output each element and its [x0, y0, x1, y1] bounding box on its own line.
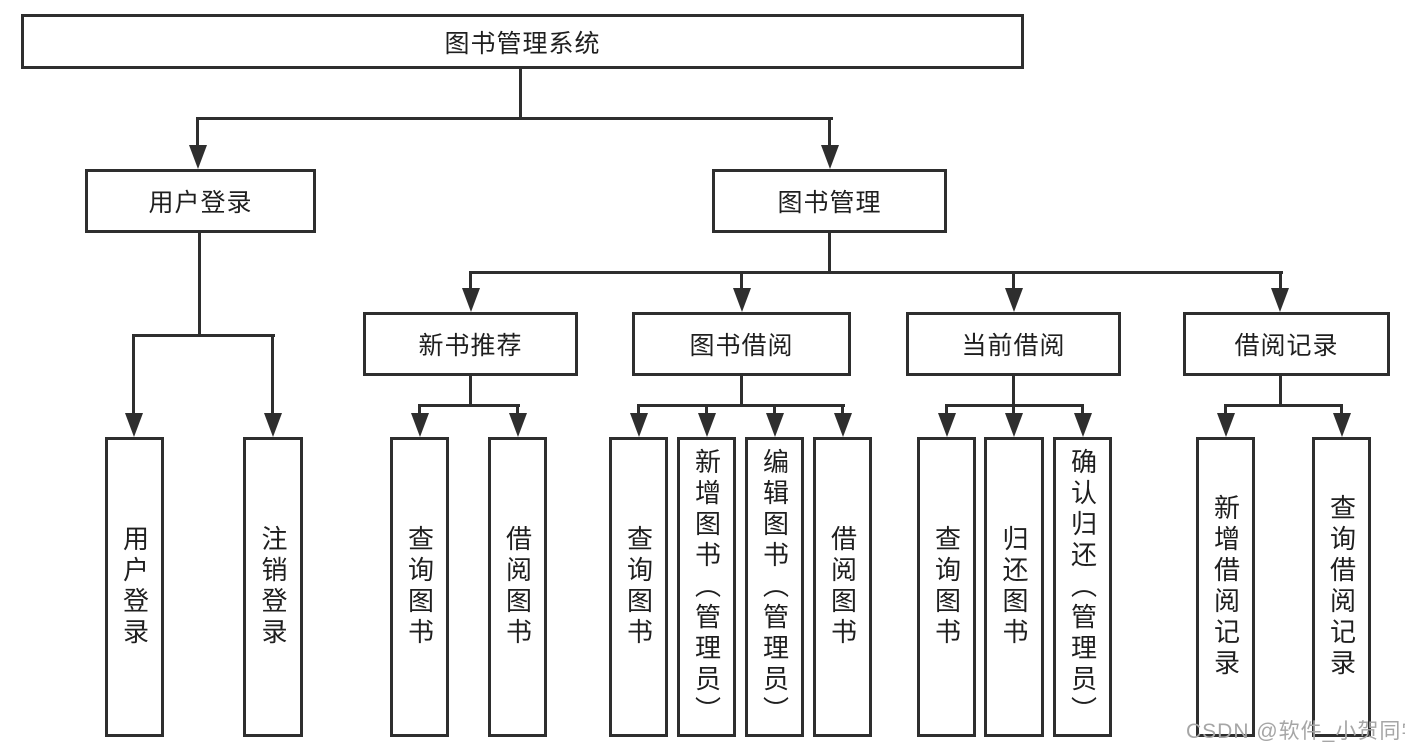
csdn-watermark: CSDN @软件_小贺同学 [1186, 720, 1405, 743]
node-label: 新增图书（管理员） [691, 447, 722, 727]
connector-vline [132, 334, 135, 415]
connector-hline [469, 271, 1283, 274]
leaf-cb-query-books: 查询图书 [917, 437, 976, 737]
node-current-borrowing: 当前借阅 [906, 312, 1121, 376]
leaf-nbr-borrow-books: 借阅图书 [488, 437, 547, 737]
arrowhead-down-icon [938, 413, 956, 437]
leaf-user-login: 用户登录 [105, 437, 164, 737]
connector-vline [516, 404, 519, 417]
connector-vline [1340, 404, 1343, 417]
connector-vline [418, 404, 421, 417]
connector-vline [828, 117, 831, 148]
leaf-cb-return-books: 归还图书 [984, 437, 1044, 737]
connector-vline [841, 404, 844, 417]
connector-vline [828, 230, 831, 274]
node-label: 新书推荐 [418, 332, 523, 360]
connector-vline [1012, 271, 1015, 290]
node-label: 查询图书 [623, 525, 654, 649]
leaf-bb-borrow-books: 借阅图书 [813, 437, 872, 737]
node-book-borrowing: 图书借阅 [632, 312, 851, 376]
connector-hline [1224, 404, 1343, 407]
connector-vline [740, 373, 743, 407]
leaf-cb-confirm-return-admin: 确认归还（管理员） [1053, 437, 1112, 737]
node-borrowing-records: 借阅记录 [1183, 312, 1390, 376]
connector-vline [773, 404, 776, 417]
leaf-nbr-query-books: 查询图书 [390, 437, 449, 737]
leaf-br-query-borrow-record: 查询借阅记录 [1312, 437, 1371, 737]
connector-hline [418, 404, 520, 407]
connector-hline [637, 404, 845, 407]
connector-vline [740, 271, 743, 290]
node-label: 确认归还（管理员） [1067, 447, 1098, 727]
leaf-bb-add-books-admin: 新增图书（管理员） [677, 437, 736, 737]
node-library-management-system: 图书管理系统 [21, 14, 1024, 69]
node-label: 查询图书 [404, 525, 435, 649]
arrowhead-down-icon [1005, 413, 1023, 437]
node-label: 借阅图书 [502, 525, 533, 649]
connector-vline [637, 404, 640, 417]
node-label: 图书管理系统 [444, 29, 601, 58]
connector-vline [519, 66, 522, 119]
connector-vline [198, 230, 201, 337]
arrowhead-down-icon [698, 413, 716, 437]
arrowhead-down-icon [509, 413, 527, 437]
node-label: 注销登录 [258, 525, 288, 649]
node-label: 查询借阅记录 [1326, 494, 1357, 680]
node-label: 当前借阅 [961, 332, 1066, 360]
arrowhead-down-icon [189, 145, 207, 169]
connector-vline [271, 334, 274, 415]
connector-vline [1224, 404, 1227, 417]
node-user-login: 用户登录 [85, 169, 316, 233]
connector-vline [1012, 373, 1015, 407]
leaf-bb-edit-books-admin: 编辑图书（管理员） [745, 437, 804, 737]
node-label: 用户登录 [148, 189, 253, 217]
arrowhead-down-icon [1074, 413, 1092, 437]
leaf-br-add-borrow-record: 新增借阅记录 [1196, 437, 1255, 737]
node-label: 新增借阅记录 [1210, 494, 1241, 680]
node-new-book-recommend: 新书推荐 [363, 312, 578, 376]
connector-vline [196, 117, 199, 148]
node-label: 图书借阅 [689, 332, 794, 360]
arrowhead-down-icon [1271, 288, 1289, 312]
arrowhead-down-icon [411, 413, 429, 437]
arrowhead-down-icon [834, 413, 852, 437]
connector-vline [469, 271, 472, 290]
node-label: 用户登录 [119, 525, 150, 649]
arrowhead-down-icon [1005, 288, 1023, 312]
node-label: 查询图书 [931, 525, 962, 649]
arrowhead-down-icon [264, 413, 282, 437]
node-label: 借阅图书 [827, 525, 858, 649]
node-label: 图书管理 [777, 189, 882, 217]
connector-vline [705, 404, 708, 417]
connector-vline [945, 404, 948, 417]
connector-hline [196, 117, 833, 120]
leaf-logout: 注销登录 [243, 437, 303, 737]
leaf-bb-query-books: 查询图书 [609, 437, 668, 737]
node-book-management: 图书管理 [712, 169, 947, 233]
connector-vline [1012, 404, 1015, 417]
connector-vline [469, 373, 472, 407]
arrowhead-down-icon [462, 288, 480, 312]
connector-vline [1279, 373, 1282, 407]
connector-hline [132, 334, 275, 337]
arrowhead-down-icon [1217, 413, 1235, 437]
node-label: 归还图书 [999, 525, 1029, 649]
connector-vline [1279, 271, 1282, 290]
node-label: 编辑图书（管理员） [759, 447, 790, 727]
arrowhead-down-icon [766, 413, 784, 437]
arrowhead-down-icon [630, 413, 648, 437]
arrowhead-down-icon [1333, 413, 1351, 437]
arrowhead-down-icon [733, 288, 751, 312]
node-label: 借阅记录 [1234, 332, 1339, 360]
arrowhead-down-icon [125, 413, 143, 437]
connector-vline [1081, 404, 1084, 417]
arrowhead-down-icon [821, 145, 839, 169]
